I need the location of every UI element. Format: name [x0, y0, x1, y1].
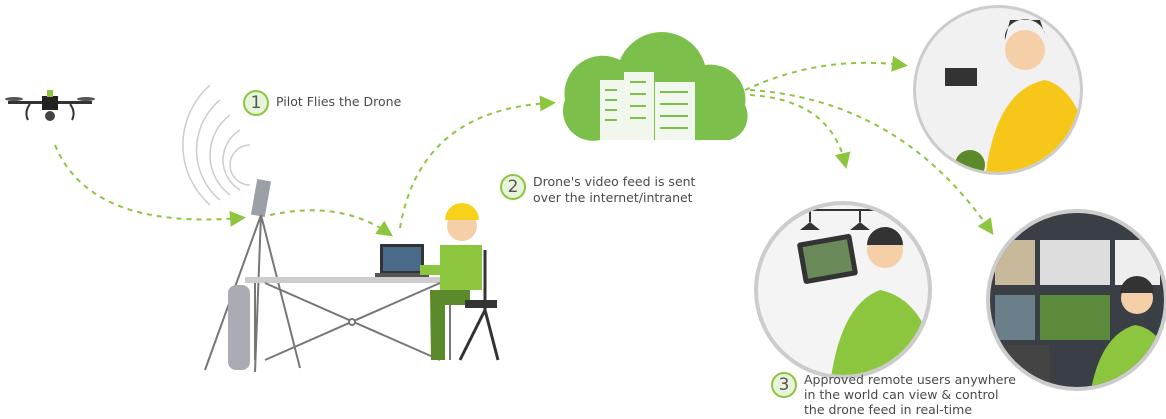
step-number-badge: 2 [500, 174, 526, 200]
step-text-line: Approved remote users anywhere [804, 372, 1016, 387]
remote-user-tablet [754, 201, 932, 379]
step-number-badge: 1 [243, 90, 269, 116]
step-text-line: in the world can view & control [804, 387, 999, 402]
step-1: 1 Pilot Flies the Drone [243, 90, 401, 116]
step-text-line: Drone's video feed is sent [533, 174, 696, 189]
step-number-badge: 3 [771, 372, 797, 398]
flow-arrows [54, 55, 994, 237]
step-text-line: Pilot Flies the Drone [276, 94, 402, 109]
remote-user-desktop [986, 209, 1166, 391]
remote-user-phone [913, 5, 1083, 175]
step-text-line: the drone feed in real-time [804, 402, 973, 417]
drone-pilot [375, 203, 500, 361]
desk [245, 277, 460, 361]
antenna-tripod [182, 84, 301, 373]
step-3: 3 Approved remote users anywhere in the … [771, 372, 1016, 417]
step-text-line: over the internet/intranet [533, 190, 693, 205]
cloud-server-icon [562, 32, 748, 141]
drone-icon [5, 90, 95, 121]
step-2: 2 Drone's video feed is sent over the in… [500, 174, 695, 206]
